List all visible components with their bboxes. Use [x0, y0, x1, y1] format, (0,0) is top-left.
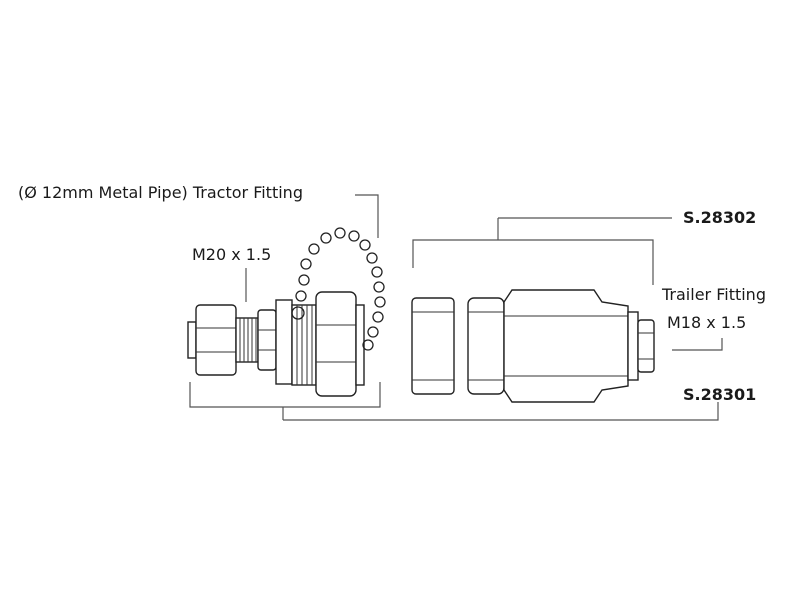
bulkhead-body — [275, 299, 293, 385]
lock-nut — [315, 291, 357, 397]
trailer-thread-label: M18 x 1.5 — [667, 313, 747, 332]
tractor-bracket — [189, 382, 381, 408]
cap-chain — [291, 227, 386, 351]
trailer-fitting-label: Trailer Fitting — [662, 285, 766, 304]
tractor-thread-label: M20 x 1.5 — [192, 245, 272, 264]
tractor-fitting — [187, 291, 365, 397]
set-bracket — [283, 402, 719, 421]
callout-lines — [189, 194, 723, 421]
compression-nut — [195, 304, 237, 376]
dust-cap — [355, 304, 365, 386]
trailer-thread-leader — [672, 338, 723, 351]
coupler-bracket — [412, 239, 654, 285]
body-hex — [257, 309, 277, 371]
coupler-part-number: S.28302 — [683, 208, 757, 227]
trailer-coupler — [467, 289, 655, 403]
tractor-fitting-label: (Ø 12mm Metal Pipe) Tractor Fitting — [18, 183, 303, 202]
coupler-nose — [637, 319, 655, 373]
coupler-hex — [503, 289, 629, 403]
thread-section — [235, 317, 259, 363]
tractor-fitting-leader — [355, 194, 379, 238]
seal-ring — [411, 297, 455, 395]
pipe-stub — [187, 321, 197, 359]
set-part-number: S.28301 — [683, 385, 757, 404]
coupler-collar — [627, 311, 639, 381]
